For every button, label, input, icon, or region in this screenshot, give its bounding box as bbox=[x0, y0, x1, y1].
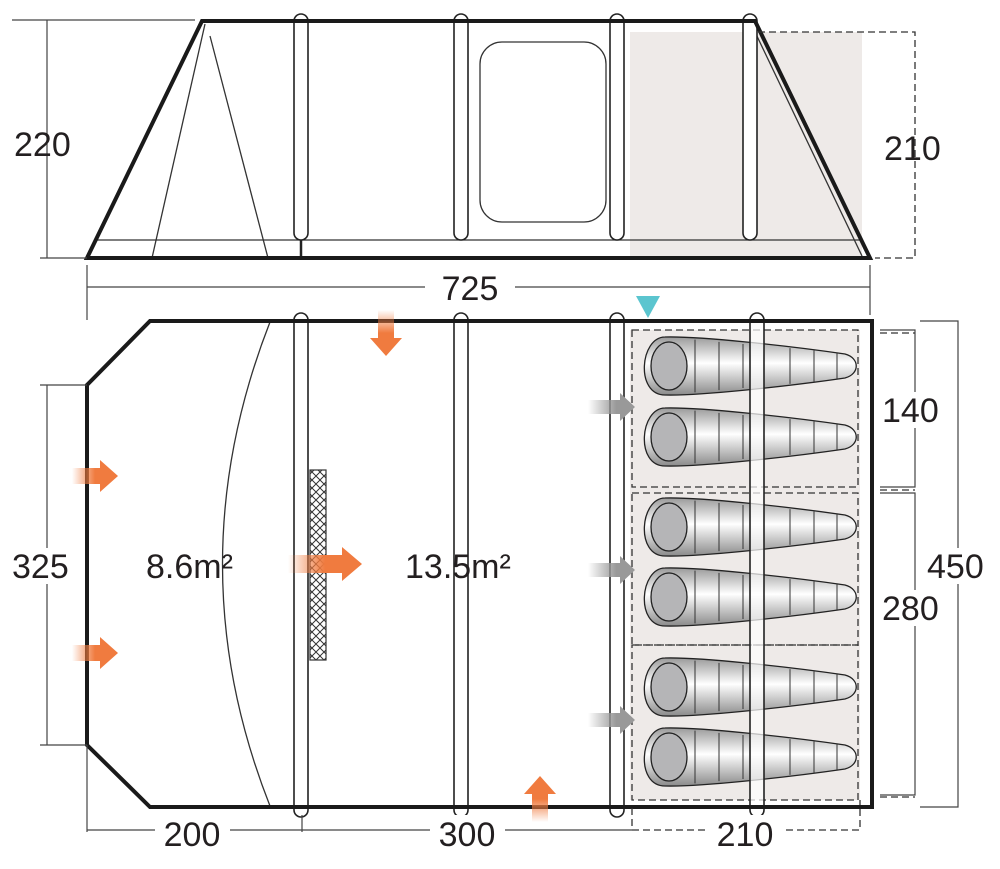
porch-length-label: 200 bbox=[164, 816, 221, 854]
porch-divider-curve bbox=[221, 321, 271, 807]
bedroom-length-label: 210 bbox=[717, 816, 774, 854]
door-arrow-icon bbox=[588, 393, 635, 421]
height-front-label: 220 bbox=[14, 126, 71, 164]
total-length-label: 725 bbox=[442, 270, 499, 308]
door-arrow-icon bbox=[588, 556, 635, 584]
floor-plan: 8.6m² 13.5m² 325 140 280 450 200 300 210 bbox=[10, 296, 997, 854]
living-area-label: 13.5m² bbox=[405, 548, 511, 586]
marker-triangle-icon bbox=[636, 296, 660, 318]
entrance-arrow-icon bbox=[288, 547, 362, 581]
entrance-arrow-icon bbox=[72, 460, 118, 492]
side-outline bbox=[83, 19, 874, 260]
entrance-arrow-icon bbox=[524, 776, 556, 822]
porch-area-label: 8.6m² bbox=[146, 548, 233, 586]
bedroom-large-width-label: 280 bbox=[882, 590, 939, 628]
living-length-label: 300 bbox=[439, 816, 496, 854]
entrance-arrows bbox=[72, 310, 556, 822]
side-poles bbox=[293, 13, 758, 241]
porch-width-label: 325 bbox=[12, 548, 69, 586]
entrance-arrow-icon bbox=[370, 310, 402, 356]
total-width-label: 450 bbox=[927, 548, 984, 586]
bedroom-small-width-label: 140 bbox=[882, 392, 939, 430]
sleeping-bags bbox=[643, 336, 857, 787]
side-view: 220 210 725 bbox=[12, 13, 941, 320]
door-arrow-icon bbox=[588, 706, 635, 734]
window bbox=[479, 41, 607, 223]
bedroom-door-arrows bbox=[588, 393, 635, 734]
entrance-arrow-icon bbox=[72, 637, 118, 669]
height-rear-label: 210 bbox=[884, 130, 941, 168]
